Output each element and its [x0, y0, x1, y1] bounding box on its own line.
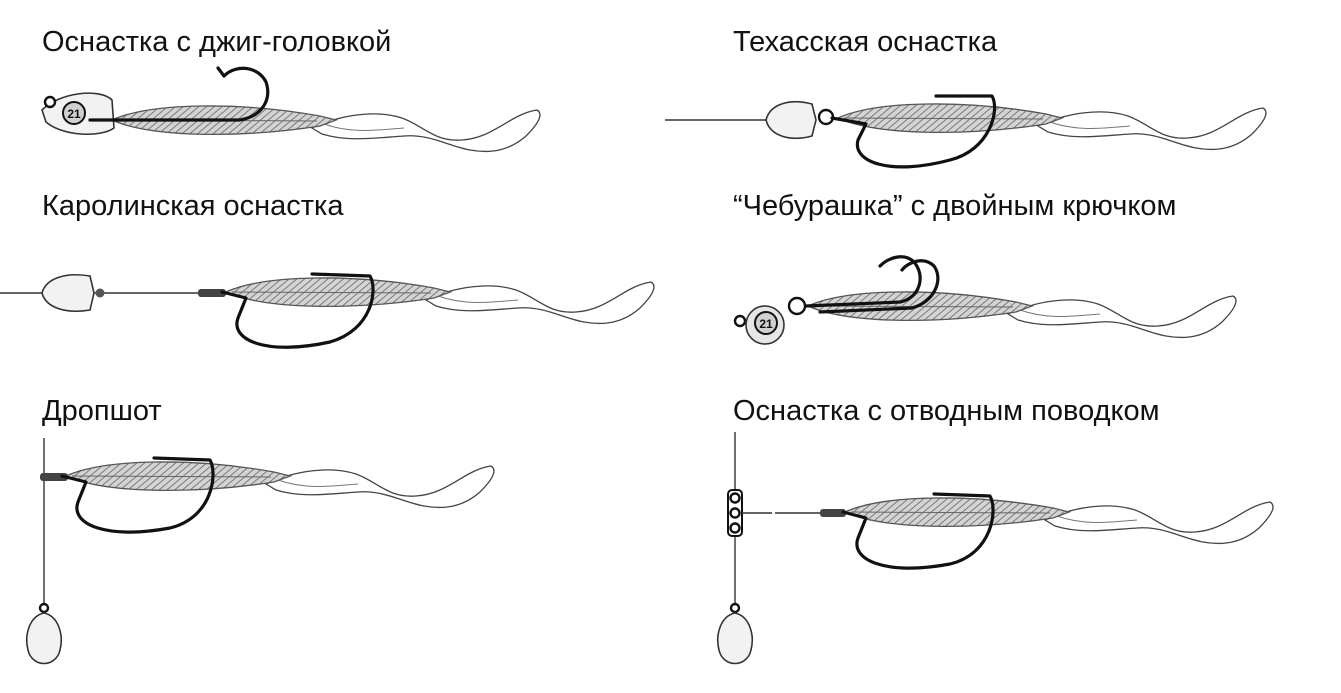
rig-jig-head-drawing: 21 — [41, 66, 541, 153]
badge-21-cheburashka: 21 — [754, 311, 778, 335]
rig-carolina-drawing — [0, 272, 655, 349]
rig-drop-leader-drawing — [717, 432, 1274, 665]
rig-title-drop-leader: Оснастка с отводным поводком — [733, 395, 1160, 427]
rig-dropshot-drawing — [26, 438, 495, 665]
rig-cheburashka-drawing: 21 — [733, 255, 1237, 345]
rig-title-cheburashka-double-hook: “Чебурашка” с двойным крючком — [733, 190, 1177, 222]
svg-text:21: 21 — [759, 317, 773, 331]
svg-text:21: 21 — [67, 107, 81, 121]
rig-texas-drawing — [665, 94, 1267, 169]
rig-title-carolina: Каролинская оснастка — [42, 190, 344, 222]
badge-21-jig: 21 — [62, 101, 86, 125]
rig-title-jig-head: Оснастка с джиг-головкой — [42, 26, 392, 58]
rig-title-dropshot: Дропшот — [42, 395, 162, 427]
rig-title-texas: Техасская оснастка — [733, 26, 998, 58]
